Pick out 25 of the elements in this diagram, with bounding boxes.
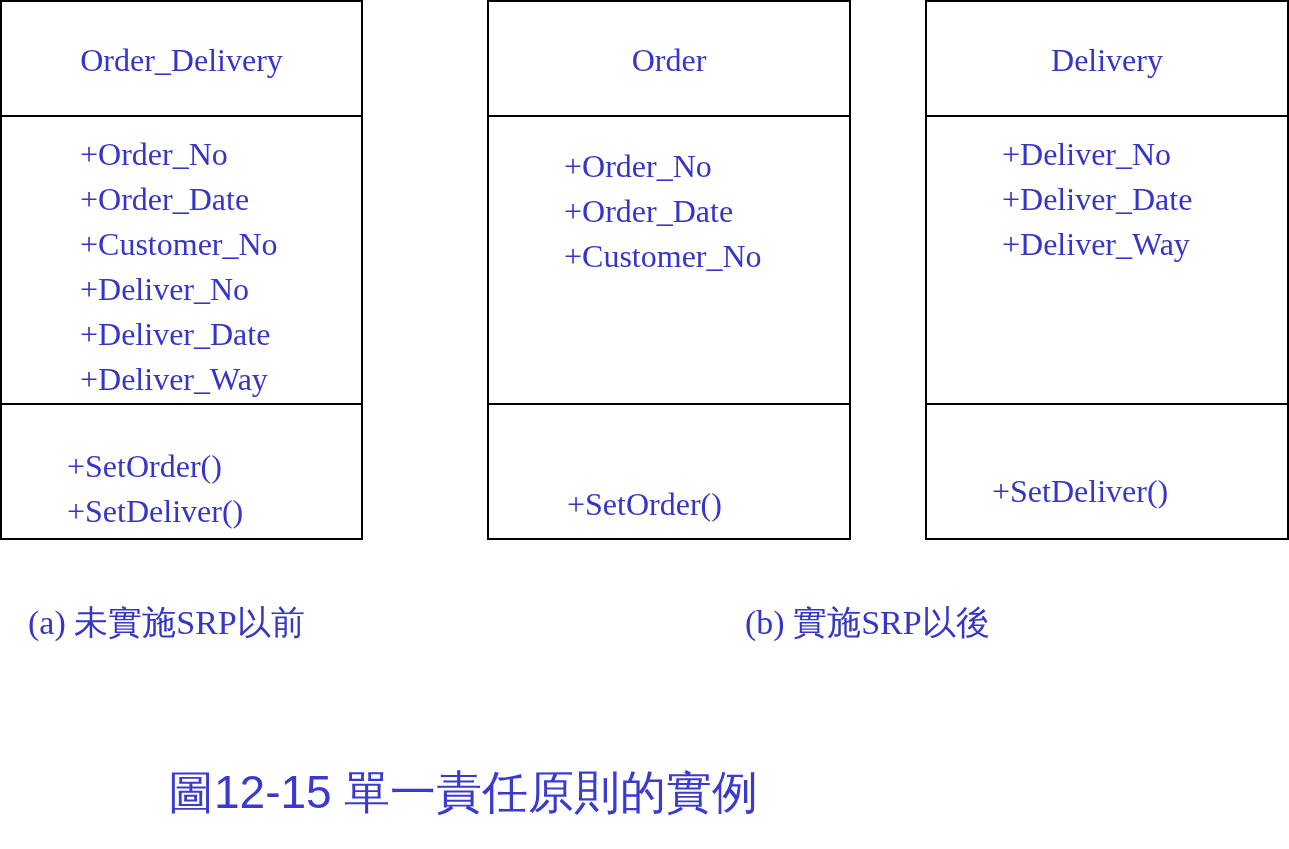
method-text: +SetDeliver() xyxy=(67,492,244,531)
attribute-text: +Order_No xyxy=(564,147,712,186)
attribute-text: +Deliver_Date xyxy=(1002,180,1193,219)
method-text: +SetDeliver() xyxy=(992,472,1169,511)
subfigure-label: (a) 未實施SRP以前 xyxy=(28,603,305,643)
attribute-text: +Deliver_No xyxy=(1002,135,1172,174)
class-name: Order_Delivery xyxy=(79,41,284,80)
subfigure-label: (b) 實施SRP以後 xyxy=(745,603,990,643)
figure-caption: 圖12-15 單一責任原則的實例 xyxy=(168,765,759,820)
attribute-text: +Order_Date xyxy=(564,192,734,231)
class-box xyxy=(925,0,1289,540)
attribute-text: +Customer_No xyxy=(564,237,762,276)
attribute-text: +Deliver_Date xyxy=(80,315,271,354)
attribute-text: +Order_No xyxy=(80,135,228,174)
class-name: Order xyxy=(630,41,708,80)
attribute-text: +Order_Date xyxy=(80,180,250,219)
class-box xyxy=(487,0,851,540)
attribute-text: +Customer_No xyxy=(80,225,278,264)
attribute-text: +Deliver_Way xyxy=(80,360,268,399)
attribute-text: +Deliver_Way xyxy=(1002,225,1190,264)
attribute-text: +Deliver_No xyxy=(80,270,250,309)
class-box xyxy=(0,0,363,540)
class-name: Delivery xyxy=(1050,41,1164,80)
method-text: +SetOrder() xyxy=(67,447,222,486)
method-text: +SetOrder() xyxy=(567,485,722,524)
